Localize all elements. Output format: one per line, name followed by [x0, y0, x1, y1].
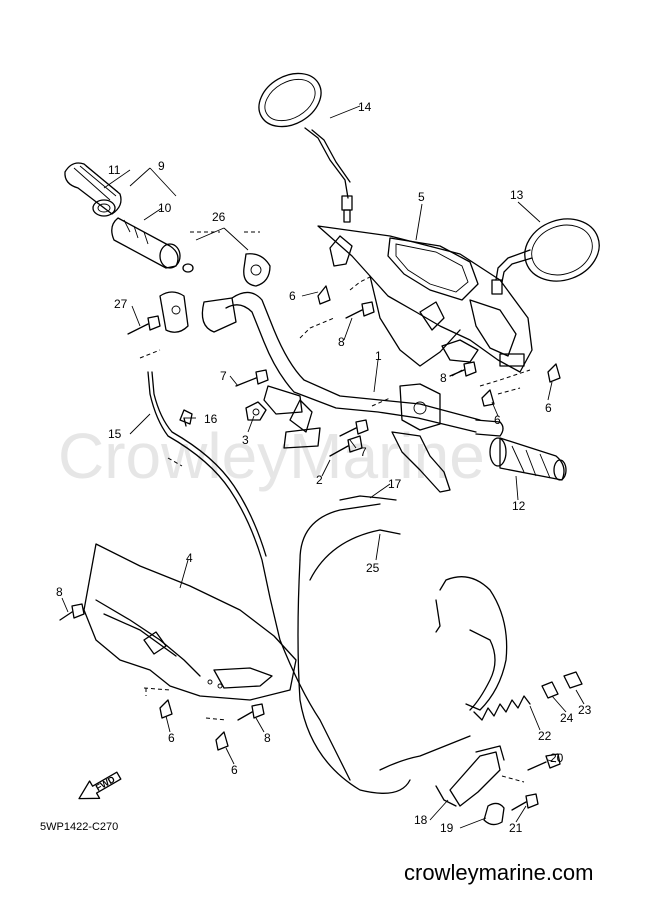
callout-3: 3: [242, 433, 249, 447]
callout-27: 27: [114, 297, 128, 311]
fwd-arrow: FWD: [78, 771, 122, 800]
spring-assembly: [473, 671, 583, 721]
callout-10: 10: [158, 201, 172, 215]
watermark: CrowleyMarine: [58, 420, 485, 492]
handlebar-cover-lower: [83, 543, 297, 701]
drawing-code: 5WP1422-C270: [40, 821, 118, 833]
callout-1: 1: [375, 349, 382, 363]
callout-23: 23: [578, 703, 592, 717]
callout-8c: 8: [56, 585, 63, 599]
callout-20: 20: [550, 751, 564, 765]
site-url: crowleymarine.com: [404, 860, 594, 885]
callout-12: 12: [512, 499, 526, 513]
grip-assembly: [64, 162, 194, 273]
callout-2: 2: [316, 473, 323, 487]
callout-6e: 6: [231, 763, 238, 777]
callout-11: 11: [108, 163, 121, 177]
callout-4: 4: [186, 551, 193, 565]
callout-7a: 7: [220, 369, 227, 383]
callout-8a: 8: [338, 335, 345, 349]
callout-6c: 6: [545, 401, 552, 415]
callout-6a: 6: [289, 289, 296, 303]
callout-5: 5: [418, 190, 425, 204]
handlebar: [201, 291, 504, 493]
callout-13: 13: [510, 188, 524, 202]
callout-21: 21: [509, 821, 523, 835]
fasteners: [59, 285, 561, 751]
leader-lines: [61, 105, 585, 829]
callout-8d: 8: [264, 731, 271, 745]
mirror-right: [258, 72, 353, 223]
callout-25: 25: [366, 561, 380, 575]
callout-6d: 6: [168, 731, 175, 745]
callout-26: 26: [212, 210, 226, 224]
callout-22: 22: [538, 729, 552, 743]
grip-left: [489, 437, 567, 481]
callout-18: 18: [414, 813, 428, 827]
cables: [147, 371, 508, 794]
throttle-housing: [159, 253, 271, 333]
callouts: 14 5 13 9 11 10 26 27 6 8 1 7 8 6 6 16 1…: [56, 100, 592, 835]
handlebar-cover-upper: [317, 225, 533, 373]
callout-8b: 8: [440, 371, 447, 385]
mirror-left: [491, 218, 600, 295]
reference-lines: [139, 231, 531, 783]
callout-19: 19: [440, 821, 454, 835]
callout-6b: 6: [494, 413, 501, 427]
callout-15: 15: [108, 427, 122, 441]
bracket-assembly: [435, 745, 561, 826]
callout-16: 16: [204, 412, 218, 426]
fwd-label: FWD: [94, 774, 117, 793]
callout-24: 24: [560, 711, 574, 725]
callout-17: 17: [388, 477, 402, 491]
callout-9: 9: [158, 159, 165, 173]
callout-14: 14: [358, 100, 372, 114]
callout-7b: 7: [360, 445, 367, 459]
